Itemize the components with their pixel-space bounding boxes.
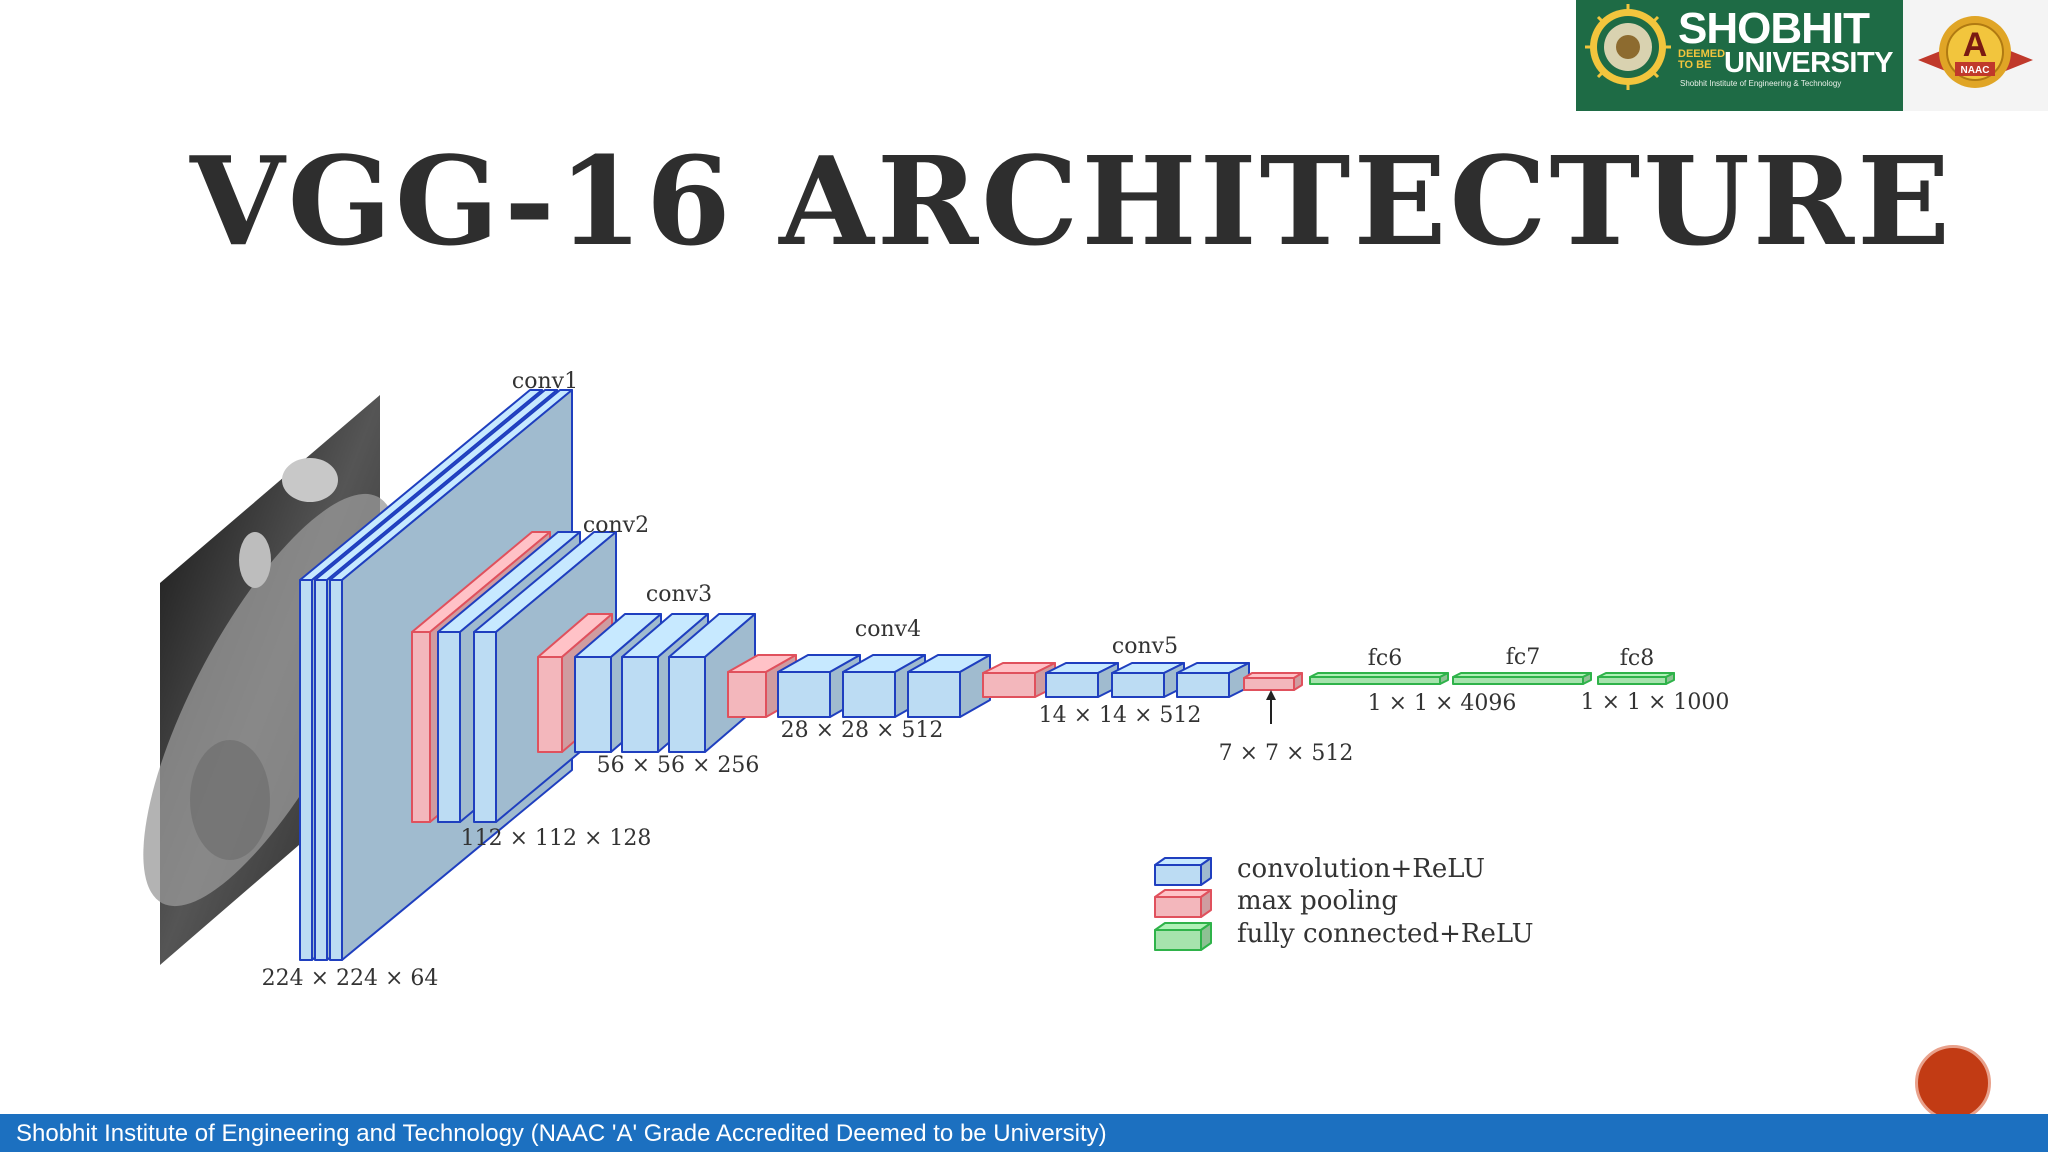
conv4-label: conv4 <box>855 617 921 642</box>
conv2-dims: 112 × 112 × 128 <box>461 826 652 851</box>
conv4-block-3 <box>907 654 991 718</box>
pool5-block <box>1243 672 1303 691</box>
logo-green-panel: SHOBHIT DEEMED TO BE UNIVERSITY Shobhit … <box>1576 0 1903 111</box>
fc67-dims: 1 × 1 × 4096 <box>1368 691 1517 716</box>
conv3-label: conv3 <box>646 582 712 607</box>
conv2-label: conv2 <box>583 513 649 538</box>
fc8-label: fc8 <box>1620 646 1654 671</box>
legend: convolution+ReLU max pooling fully conne… <box>1154 854 1534 951</box>
conv5-block-3 <box>1176 662 1250 698</box>
pool5-dims: 7 × 7 × 512 <box>1219 741 1354 766</box>
fc7-label: fc7 <box>1506 645 1540 670</box>
page-number-badge <box>1915 1045 1991 1121</box>
conv5-dims: 14 × 14 × 512 <box>1039 703 1202 728</box>
conv1-label: conv1 <box>512 369 578 394</box>
legend-fc-label: fully connected+ReLU <box>1237 919 1534 949</box>
conv3-dims: 56 × 56 × 256 <box>597 753 760 778</box>
naac-label: NAAC <box>1961 65 1990 76</box>
legend-fc-swatch <box>1154 922 1212 951</box>
fc6-label: fc6 <box>1368 646 1402 671</box>
vgg16-diagram: conv1 conv2 conv3 conv4 conv5 fc6 fc7 fc… <box>143 369 1730 991</box>
fc8-dims: 1 × 1 × 1000 <box>1581 690 1730 715</box>
fc6-block <box>1309 672 1449 685</box>
slide-title: VGG-16 ARCHITECTURE <box>190 129 1954 273</box>
university-seal-icon <box>1585 4 1671 90</box>
conv1-dims: 224 × 224 × 64 <box>262 966 439 991</box>
fc8-block <box>1597 672 1675 685</box>
conv5-label: conv5 <box>1112 634 1178 659</box>
university-logo: SHOBHIT DEEMED TO BE UNIVERSITY Shobhit … <box>1576 0 2048 111</box>
layer-blocks <box>299 389 1675 961</box>
footer-bar: Shobhit Institute of Engineering and Tec… <box>0 1114 2048 1152</box>
pool4-block <box>982 662 1056 698</box>
legend-pool-label: max pooling <box>1237 886 1398 916</box>
legend-conv-label: convolution+ReLU <box>1237 854 1485 884</box>
naac-badge-panel: A NAAC <box>1903 0 2048 111</box>
conv5-block-2 <box>1111 662 1185 698</box>
legend-pool-swatch <box>1154 889 1212 918</box>
logo-name: SHOBHIT <box>1678 4 1870 53</box>
pool5-arrow <box>1266 690 1276 724</box>
logo-subtitle: Shobhit Institute of Engineering & Techn… <box>1680 79 1842 88</box>
naac-badge-icon: A NAAC <box>1918 16 2033 88</box>
conv4-dims: 28 × 28 × 512 <box>781 718 944 743</box>
logo-university: UNIVERSITY <box>1724 47 1894 79</box>
legend-conv-swatch <box>1154 857 1212 886</box>
conv5-block-1 <box>1045 662 1119 698</box>
fc7-block <box>1452 672 1592 685</box>
naac-grade: A <box>1963 26 1988 64</box>
logo-deemed: DEEMED TO BE <box>1678 48 1726 71</box>
footer-text: Shobhit Institute of Engineering and Tec… <box>16 1120 1107 1147</box>
